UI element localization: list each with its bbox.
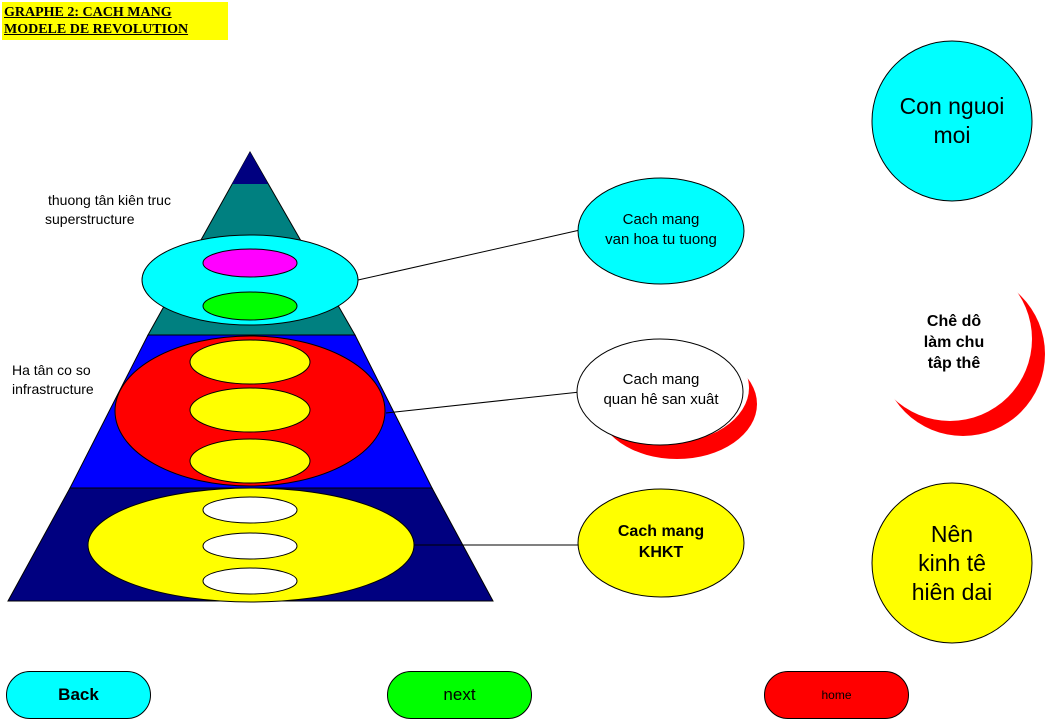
outcome-mastery-line2: làm chu (923, 333, 985, 351)
superstructure-inner-magenta (202, 248, 298, 278)
revolution-culture-line1: Cach mang (622, 211, 700, 228)
outcome-modern-economy-line2: kinh tê (918, 549, 986, 576)
outcome-modern-economy-circle (871, 482, 1033, 644)
superstructure-label-line1: thuong tân kiên truc (48, 192, 171, 208)
outcome-mastery-cut (868, 257, 1032, 421)
base-inner-2 (202, 532, 298, 560)
superstructure-label: thuong tân kiên truc superstructure (45, 191, 171, 229)
infrastructure-inner-2 (189, 387, 311, 433)
revolution-relations-text: Cach mang quan hê san xuât (578, 360, 744, 420)
revolution-technology-line2: KHKT (638, 544, 684, 561)
revolution-technology-line1: Cach mang (617, 523, 705, 540)
base-inner-3 (202, 567, 298, 595)
infrastructure-label: Ha tân co so infrastructure (12, 361, 94, 399)
superstructure-ellipse (141, 234, 359, 326)
superstructure-label-line2: superstructure (45, 211, 135, 227)
title-line-1: GRAPHE 2: CACH MANG (4, 5, 172, 20)
outcome-mastery-text: Chê dô làm chu tâp thê (884, 309, 1024, 375)
revolution-culture-ellipse (577, 177, 745, 285)
home-button-label: home (821, 688, 852, 702)
revolution-culture-line2: van hoa tu tuong (605, 231, 717, 248)
home-button[interactable]: home (764, 671, 909, 719)
connector-line-relations (385, 391, 581, 414)
outcome-mastery-line1: Chê dô (926, 312, 982, 330)
connector-line-superstructure (357, 229, 581, 281)
revolution-technology-ellipse (577, 488, 745, 598)
base-inner-1 (202, 496, 298, 524)
outcome-new-man-line1: Con nguoi (899, 93, 1005, 119)
title-box: GRAPHE 2: CACH MANG MODELE DE REVOLUTION (2, 2, 228, 40)
infrastructure-inner-1 (189, 339, 311, 385)
title-line-2: MODELE DE REVOLUTION (4, 22, 189, 37)
back-button[interactable]: Back (6, 671, 151, 719)
outcome-new-man-line2: moi (933, 122, 971, 148)
next-button[interactable]: next (387, 671, 532, 719)
outcome-new-man-circle (871, 40, 1033, 202)
revolution-relations-ellipse (576, 338, 744, 446)
outcome-new-man-text: Con nguoi moi (872, 88, 1032, 154)
outcome-mastery-line3: tâp thê (927, 354, 981, 372)
next-button-label: next (443, 685, 476, 704)
revolution-culture-text: Cach mang van hoa tu tuong (578, 200, 744, 260)
outcome-modern-economy-line3: hiên dai (911, 578, 993, 605)
revolution-technology-text: Cach mang KHKT (578, 512, 744, 572)
infrastructure-label-line1: Ha tân co so (12, 362, 91, 378)
pyramid-apex-dark (232, 152, 268, 184)
back-button-label: Back (58, 685, 99, 704)
revolution-relations-line2: quan hê san xuât (603, 391, 719, 408)
outcome-modern-economy-line1: Nên (930, 520, 974, 547)
infrastructure-label-line2: infrastructure (12, 381, 94, 397)
outcome-modern-economy-text: Nên kinh tê hiên dai (872, 517, 1032, 609)
infrastructure-inner-3 (189, 438, 311, 484)
revolution-relations-line1: Cach mang (622, 371, 700, 388)
superstructure-inner-green (202, 291, 298, 321)
